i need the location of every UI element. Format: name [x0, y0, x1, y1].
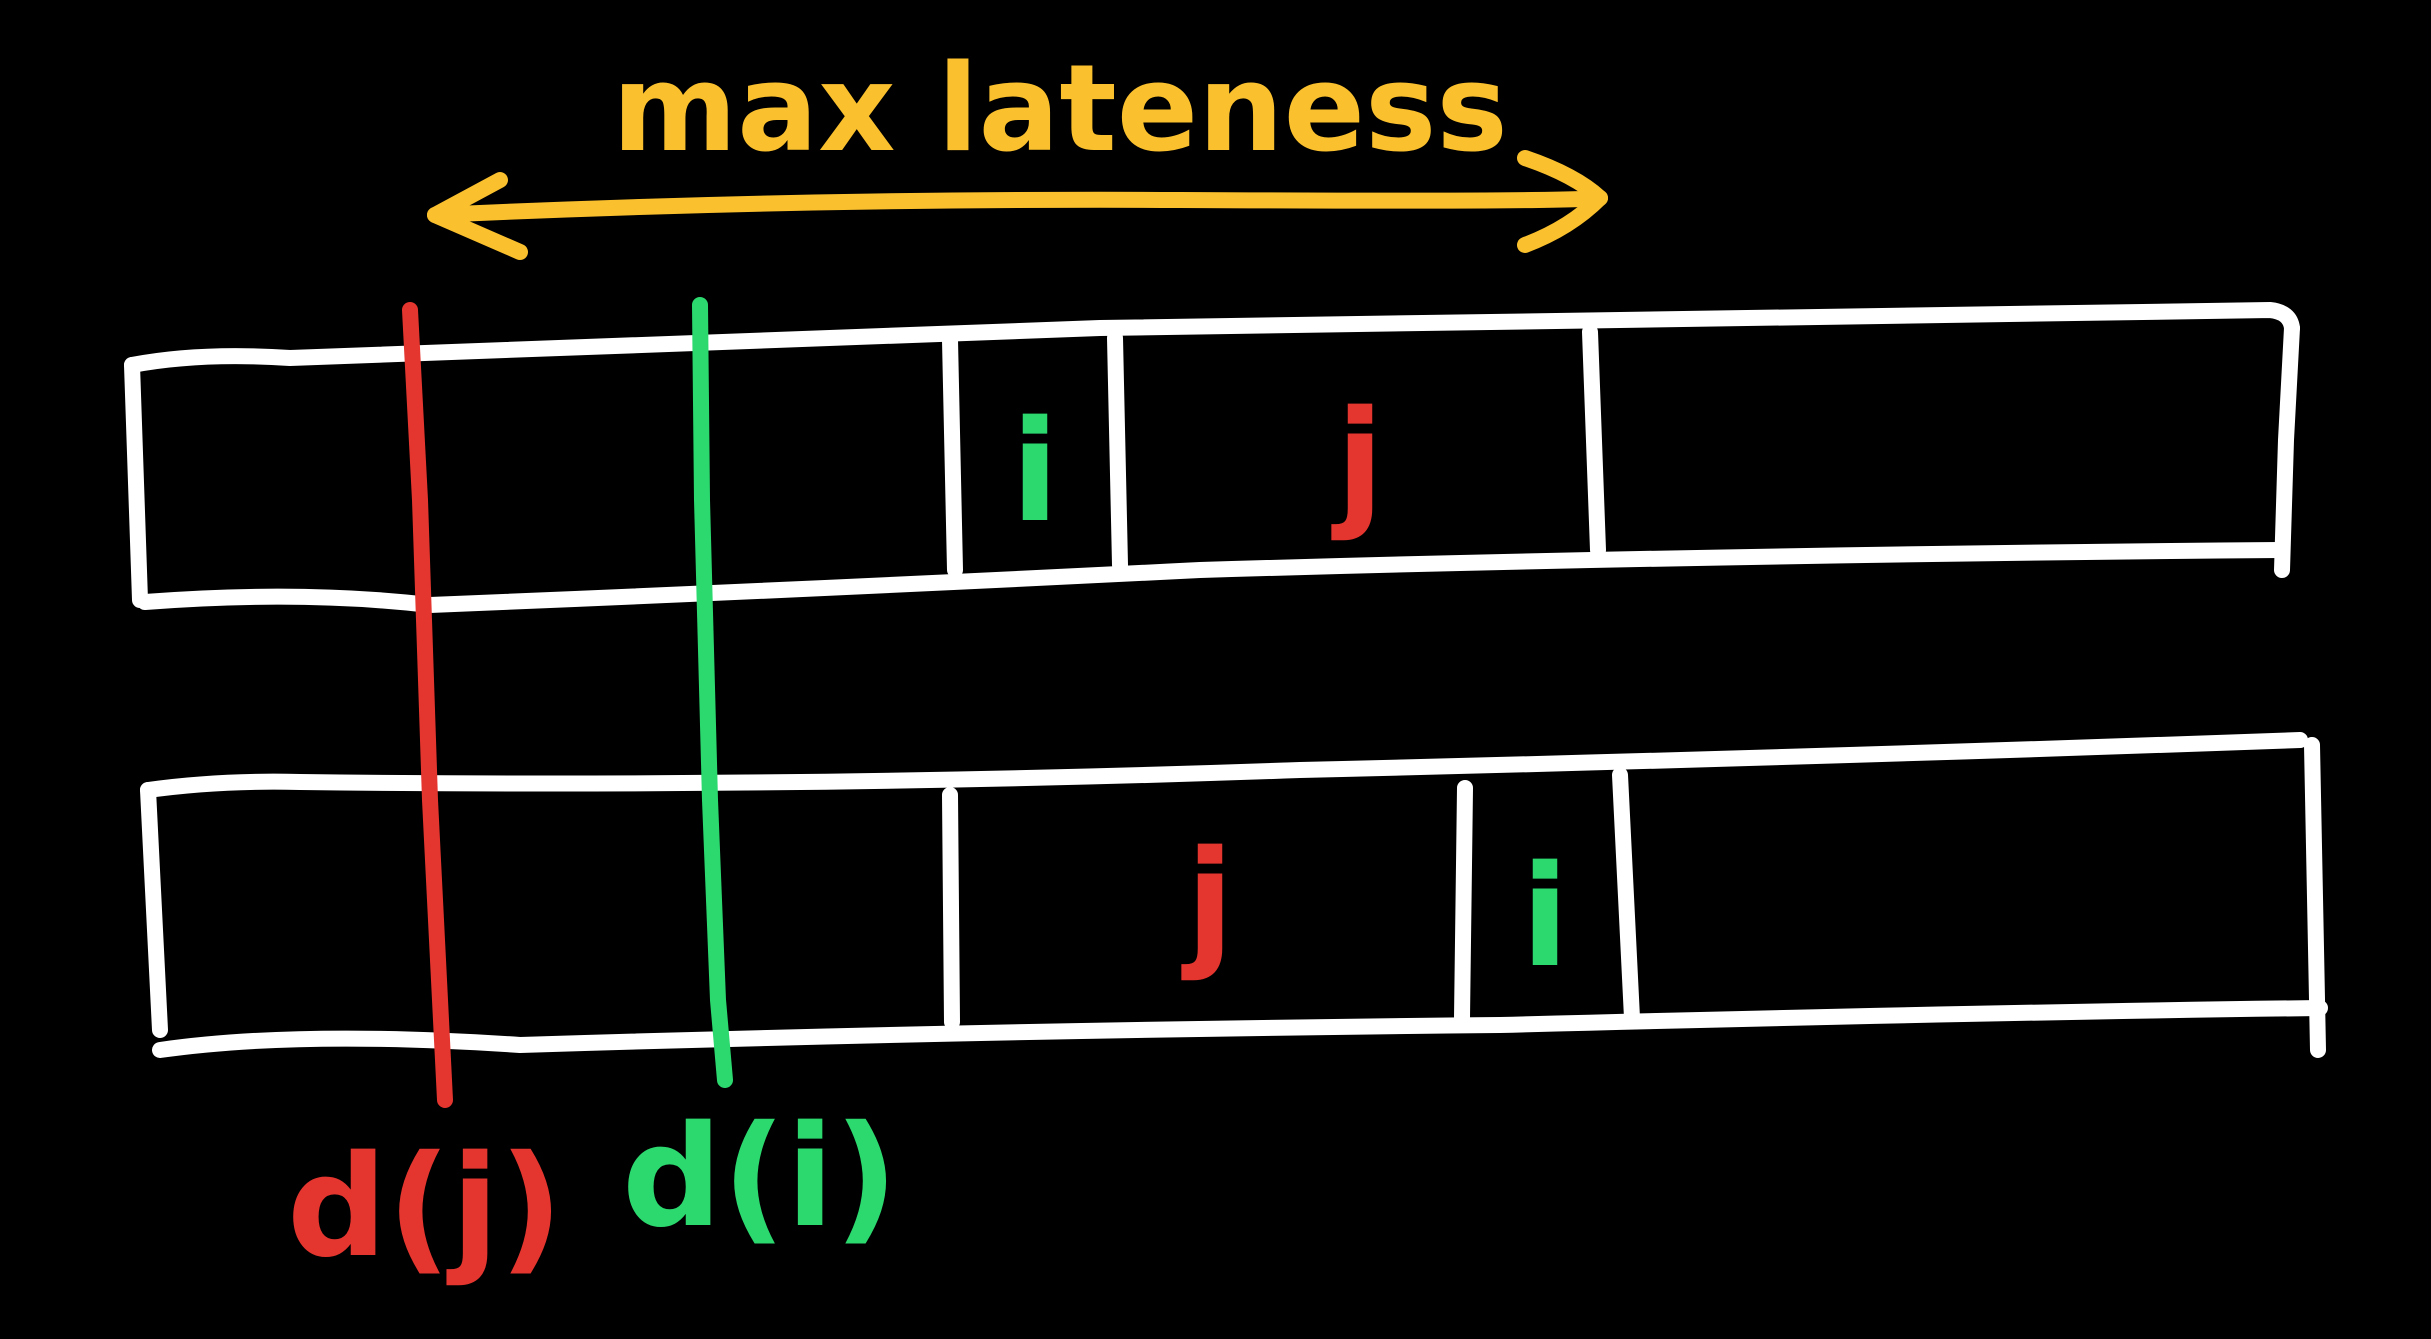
schedule-1-bottom-edge [137, 542, 2288, 613]
schedule-2-right-edge [2304, 737, 2326, 1058]
schedule-2-left-edge [140, 782, 168, 1038]
arrow-head-left [427, 172, 528, 260]
schedule-2-divider-1 [942, 787, 960, 1030]
deadline-j-line [402, 302, 453, 1108]
schedule-1-job-i: i [1011, 391, 1059, 554]
deadline-i-line [692, 297, 733, 1088]
schedule-1-right-edge [2274, 320, 2300, 578]
schedule-1-divider-1 [942, 332, 963, 578]
schedule-1 [124, 302, 2300, 613]
arrow-head-right [1517, 150, 1608, 253]
deadline-i-label: d(i) [622, 1096, 898, 1259]
schedule-2-job-i: i [1521, 836, 1569, 999]
title-max-lateness: max lateness [612, 40, 1508, 179]
schedule-1-divider-3 [1582, 324, 1606, 558]
schedule-2 [140, 732, 2328, 1058]
schedule-1-job-j: j [1331, 381, 1384, 544]
arrow-shaft [427, 190, 1608, 223]
schedule-1-divider-2 [1107, 330, 1128, 573]
schedule-2-divider-2 [1454, 780, 1473, 1026]
schedule-2-top-edge [140, 732, 2308, 798]
schedule-2-bottom-edge [152, 1000, 2328, 1058]
schedule-1-top-edge [124, 302, 2300, 373]
schedule-2-divider-3 [1612, 767, 1640, 1026]
schedule-1-left-edge [124, 357, 148, 608]
schedule-2-job-j: j [1181, 821, 1234, 984]
deadline-j-label: d(j) [287, 1126, 563, 1289]
max-lateness-arrow [427, 150, 1608, 260]
